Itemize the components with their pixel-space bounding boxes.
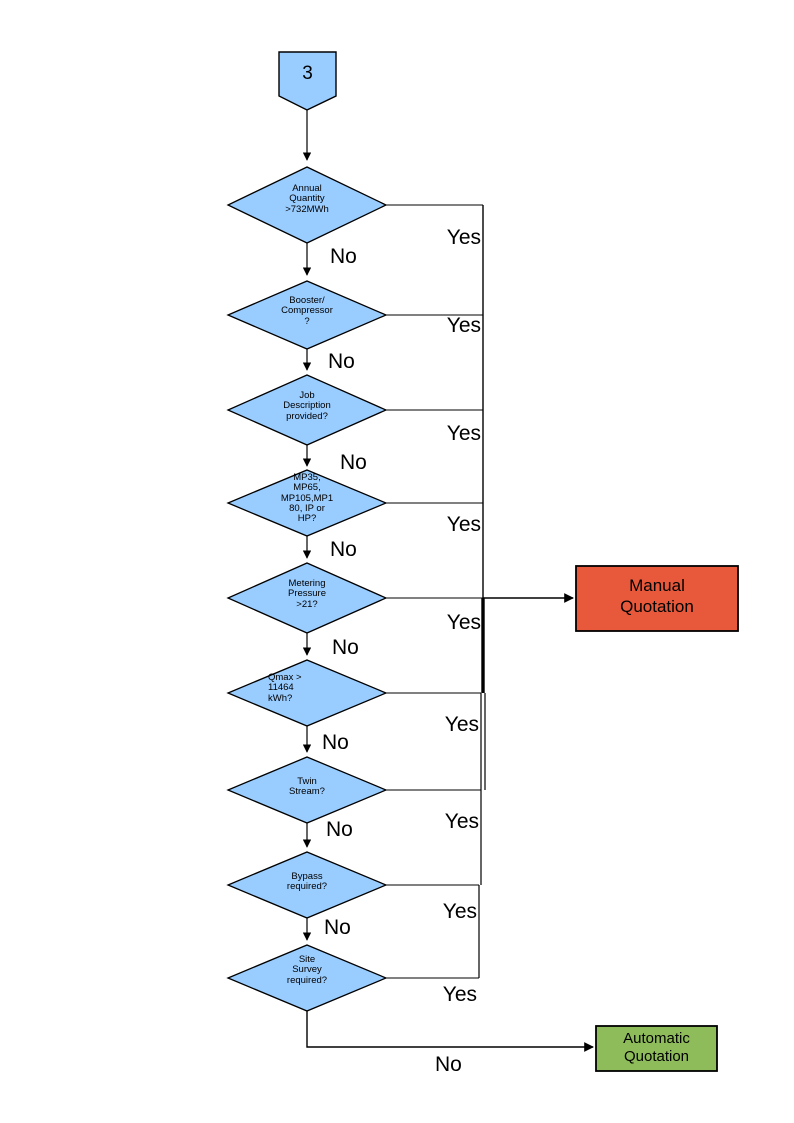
decision-shape-qmax <box>226 659 388 727</box>
edge-label-yes-qmax: Yes <box>444 713 479 736</box>
terminal-shape-manual-quotation <box>575 565 739 632</box>
edge-label-no-site-survey-final: No <box>435 1053 462 1076</box>
edge-label-yes-site-survey: Yes <box>442 983 477 1006</box>
decision-shape-twin-stream <box>226 756 388 824</box>
start-connector-shape <box>278 51 337 111</box>
edge-label-no-bypass: No <box>324 916 351 939</box>
decision-shape-bypass <box>226 851 388 919</box>
edge-label-no-twin-stream: No <box>326 818 353 841</box>
edge-label-yes-twin-stream: Yes <box>444 810 479 833</box>
decision-shape-booster-compressor <box>226 280 388 350</box>
edge-label-no-annual-quantity: No <box>330 245 357 268</box>
decision-shape-annual-quantity <box>226 166 388 244</box>
edge-label-yes-annual-quantity: Yes <box>446 226 481 249</box>
edge-label-no-metering-pressure: No <box>332 636 359 659</box>
decision-shape-meter-type <box>226 469 388 537</box>
edge-label-yes-bypass: Yes <box>442 900 477 923</box>
edge-label-no-booster-compressor: No <box>328 350 355 373</box>
decision-shape-metering-pressure <box>226 562 388 634</box>
edge-label-yes-job-description: Yes <box>446 422 481 445</box>
edge-no-site-survey-to-automatic <box>306 1011 594 1052</box>
terminal-shape-automatic-quotation <box>595 1025 718 1072</box>
edge-label-no-job-description: No <box>340 451 367 474</box>
edge-label-yes-meter-type: Yes <box>446 513 481 536</box>
edge-label-yes-metering-pressure: Yes <box>446 611 481 634</box>
edge-label-no-meter-type: No <box>330 538 357 561</box>
decision-shape-job-description <box>226 374 388 446</box>
decision-shape-site-survey <box>226 944 388 1012</box>
edge-label-no-qmax: No <box>322 731 349 754</box>
edge-label-yes-booster-compressor: Yes <box>446 314 481 337</box>
